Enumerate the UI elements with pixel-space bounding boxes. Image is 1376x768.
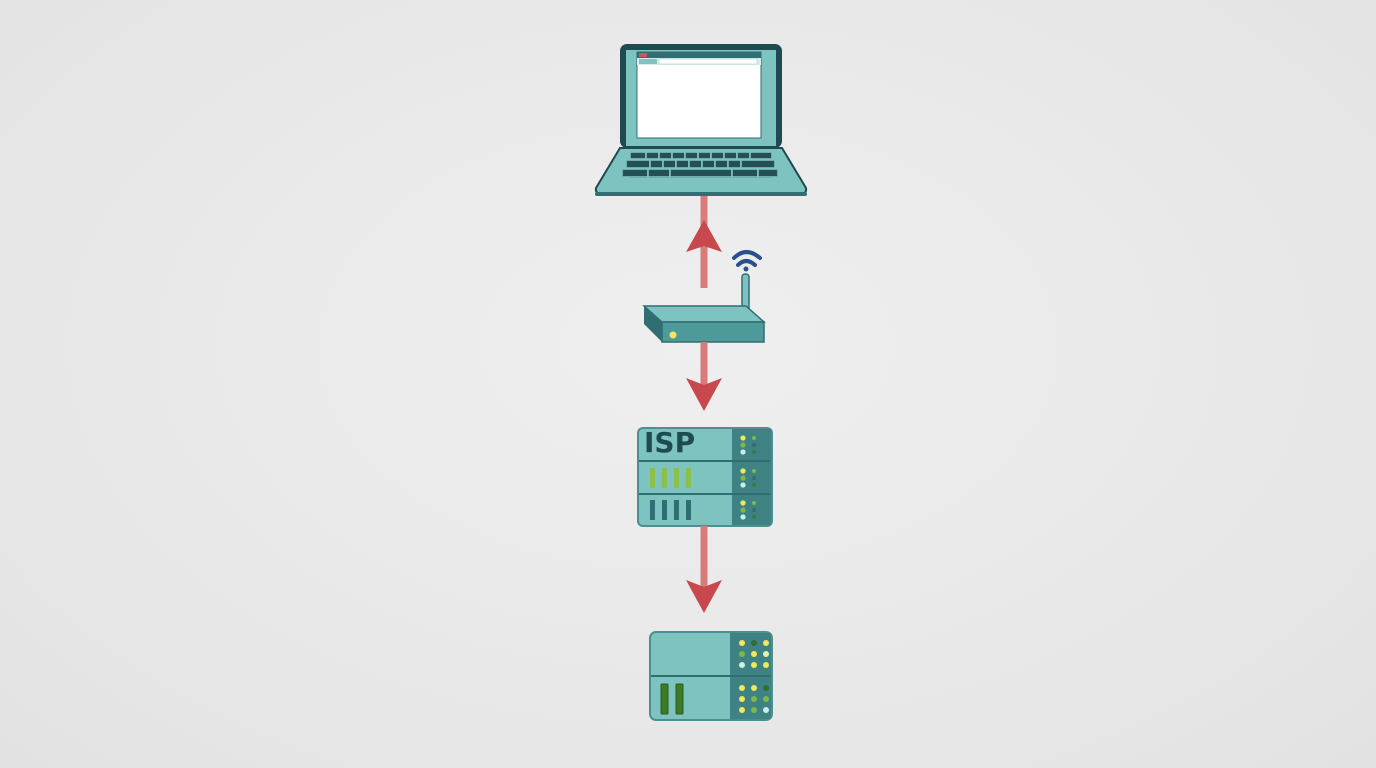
arrow-up-icon [686, 196, 722, 288]
wifi-router-icon [642, 250, 766, 343]
arrow-up-to-laptop [682, 196, 726, 290]
laptop-icon [594, 44, 808, 196]
laptop-node [590, 42, 812, 200]
server-node [648, 630, 776, 724]
arrow-down-icon [686, 526, 722, 613]
arrow-down-icon [686, 342, 722, 411]
arrow-down-to-server [682, 526, 726, 616]
wifi-signal-icon [732, 250, 762, 267]
isp-label: ISP [644, 426, 696, 459]
server-icon [649, 631, 773, 721]
arrow-down-to-isp [682, 342, 726, 414]
router-node [640, 244, 770, 346]
